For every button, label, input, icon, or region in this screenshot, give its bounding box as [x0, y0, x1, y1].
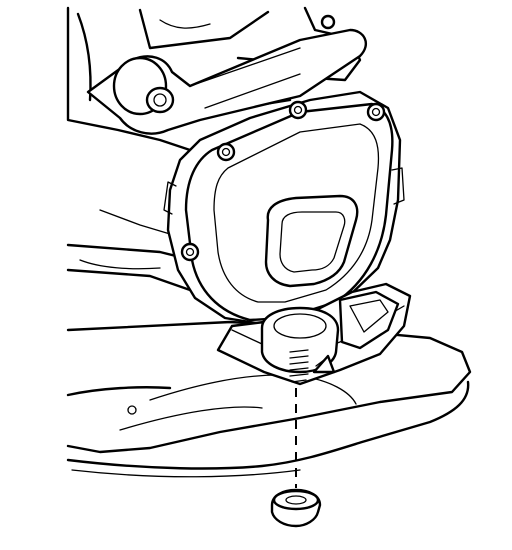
mount-insulator: [260, 306, 340, 374]
cover-bolt: [216, 142, 236, 162]
cover-bolt: [180, 242, 200, 262]
arm-bolt: [320, 14, 336, 30]
fill-plug-recess: [264, 194, 359, 288]
cover-bolt: [366, 102, 386, 122]
suspension-arm: [86, 14, 367, 135]
differential-housing: [163, 90, 405, 326]
mount-bracket: [216, 282, 412, 386]
frame-hole: [127, 405, 137, 415]
bushing-bolt: [145, 86, 175, 114]
cover-bolt: [288, 100, 308, 120]
mount-nut: [270, 488, 322, 528]
